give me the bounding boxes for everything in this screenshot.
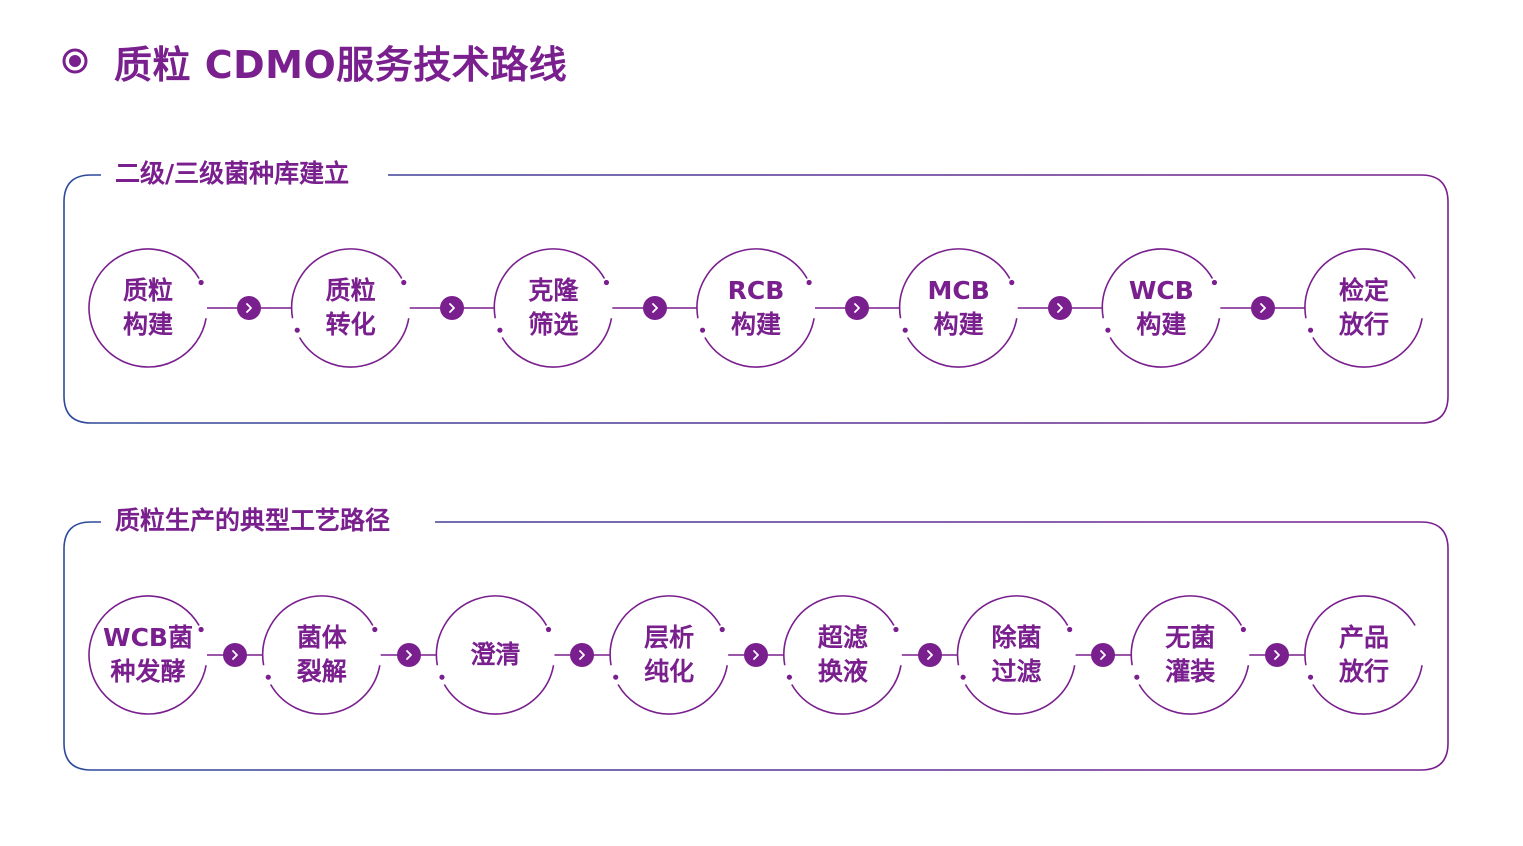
- step-label-line1: WCB菌: [103, 623, 193, 652]
- step-label-line1: 质粒: [325, 276, 376, 305]
- process-step-node: 菌体裂解: [263, 596, 381, 714]
- chevron-right-icon: [570, 643, 595, 667]
- step-label-line1: 除菌: [991, 623, 1042, 652]
- step-label-line1: 检定: [1338, 276, 1389, 305]
- panel-frame: [63, 174, 1449, 424]
- step-label-line2: 放行: [1338, 657, 1389, 686]
- process-step-label: 除菌过滤: [992, 621, 1042, 689]
- process-step-label: RCB 构建: [728, 274, 785, 342]
- step-label-line1: 超滤: [817, 623, 868, 652]
- step-label-line1: 无菌: [1165, 623, 1216, 652]
- process-step-node: WCB菌种发酵: [89, 596, 207, 714]
- chevron-right-icon: [744, 643, 768, 667]
- page-header: 质粒 CDMO服务技术路线: [62, 36, 568, 87]
- process-step-node: 除菌过滤: [958, 596, 1076, 714]
- chevron-right-icon: [237, 296, 262, 320]
- process-step-label: WCB菌种发酵: [103, 621, 193, 689]
- step-label-line1: RCB: [727, 276, 785, 305]
- chevron-right-icon: [642, 296, 667, 320]
- target-bullet-icon: [62, 48, 88, 74]
- process-step-label: WCB 构建: [1129, 274, 1194, 342]
- process-step-node: 无菌灌装: [1131, 596, 1249, 714]
- step-label-line2: 构建: [1136, 310, 1187, 339]
- step-label-line1: WCB: [1128, 276, 1194, 305]
- step-label-line2: 筛选: [528, 310, 579, 339]
- process-step-node: WCB 构建: [1102, 249, 1220, 367]
- process-step-node: 超滤换液: [784, 596, 902, 714]
- step-label-line2: 构建: [122, 310, 173, 339]
- step-label-line2: 灌装: [1165, 657, 1216, 686]
- step-label-line2: 过滤: [991, 657, 1042, 686]
- panel-frame: [63, 521, 1449, 771]
- step-label-line1: 产品: [1338, 623, 1389, 652]
- chevron-right-icon: [1091, 643, 1116, 667]
- process-step-label: MCB 构建: [928, 274, 990, 342]
- chevron-right-icon: [1048, 296, 1072, 320]
- process-step-label: 层析纯化: [644, 621, 694, 689]
- section-label: 二级/三级菌种库建立: [105, 157, 360, 191]
- process-step-node: 澄清: [436, 596, 554, 714]
- chevron-right-icon: [1250, 296, 1275, 320]
- step-label-line1: 层析: [644, 623, 695, 652]
- step-label-line1: 克隆: [528, 276, 579, 305]
- step-label-line2: 裂解: [296, 657, 347, 686]
- page-title: 质粒 CDMO服务技术路线: [114, 42, 568, 87]
- process-step-label: 澄清: [470, 638, 520, 672]
- chevron-right-icon: [1265, 643, 1290, 667]
- process-step-label: 菌体裂解: [297, 621, 347, 689]
- step-label-line1: 澄清: [470, 640, 521, 669]
- step-label-line1: MCB: [927, 276, 990, 305]
- process-step-label: 产品放行: [1339, 621, 1389, 689]
- process-step-label: 无菌灌装: [1165, 621, 1215, 689]
- step-label-line1: 菌体: [296, 623, 347, 652]
- chevron-right-icon: [845, 296, 870, 320]
- process-step-node: 检定放行: [1305, 249, 1423, 367]
- chevron-right-icon: [396, 643, 421, 667]
- process-step-label: 克隆筛选: [528, 274, 578, 342]
- step-label-line2: 换液: [817, 657, 868, 686]
- process-step-node: 质粒转化: [292, 249, 410, 367]
- process-step-node: 克隆筛选: [494, 249, 612, 367]
- process-step-node: 质粒构建: [89, 249, 207, 367]
- process-step-label: 检定放行: [1339, 274, 1389, 342]
- chevron-right-icon: [917, 643, 942, 667]
- chevron-right-icon: [440, 296, 464, 320]
- step-label-line2: 转化: [325, 310, 376, 339]
- process-step-node: 层析纯化: [610, 596, 728, 714]
- section-label: 质粒生产的典型工艺路径: [105, 504, 401, 538]
- process-step-label: 超滤换液: [818, 621, 868, 689]
- process-step-node: 产品放行: [1305, 596, 1423, 714]
- step-label-line2: 放行: [1338, 310, 1389, 339]
- step-label-line2: 构建: [730, 310, 781, 339]
- process-step-node: MCB 构建: [900, 249, 1018, 367]
- section-production-process: 质粒生产的典型工艺路径 WCB菌种发酵 菌体裂解 澄清 层析纯化 超滤换液 除菌过滤 无菌灌…: [63, 504, 1449, 771]
- step-label-line1: 质粒: [122, 276, 173, 305]
- chevron-right-icon: [222, 643, 247, 667]
- process-step-label: 质粒转化: [326, 274, 376, 342]
- process-step-node: RCB 构建: [697, 249, 815, 367]
- step-label-line2: 纯化: [644, 657, 695, 686]
- step-label-line2: 构建: [933, 310, 984, 339]
- process-step-label: 质粒构建: [123, 274, 173, 342]
- step-label-line2: 种发酵: [110, 657, 186, 686]
